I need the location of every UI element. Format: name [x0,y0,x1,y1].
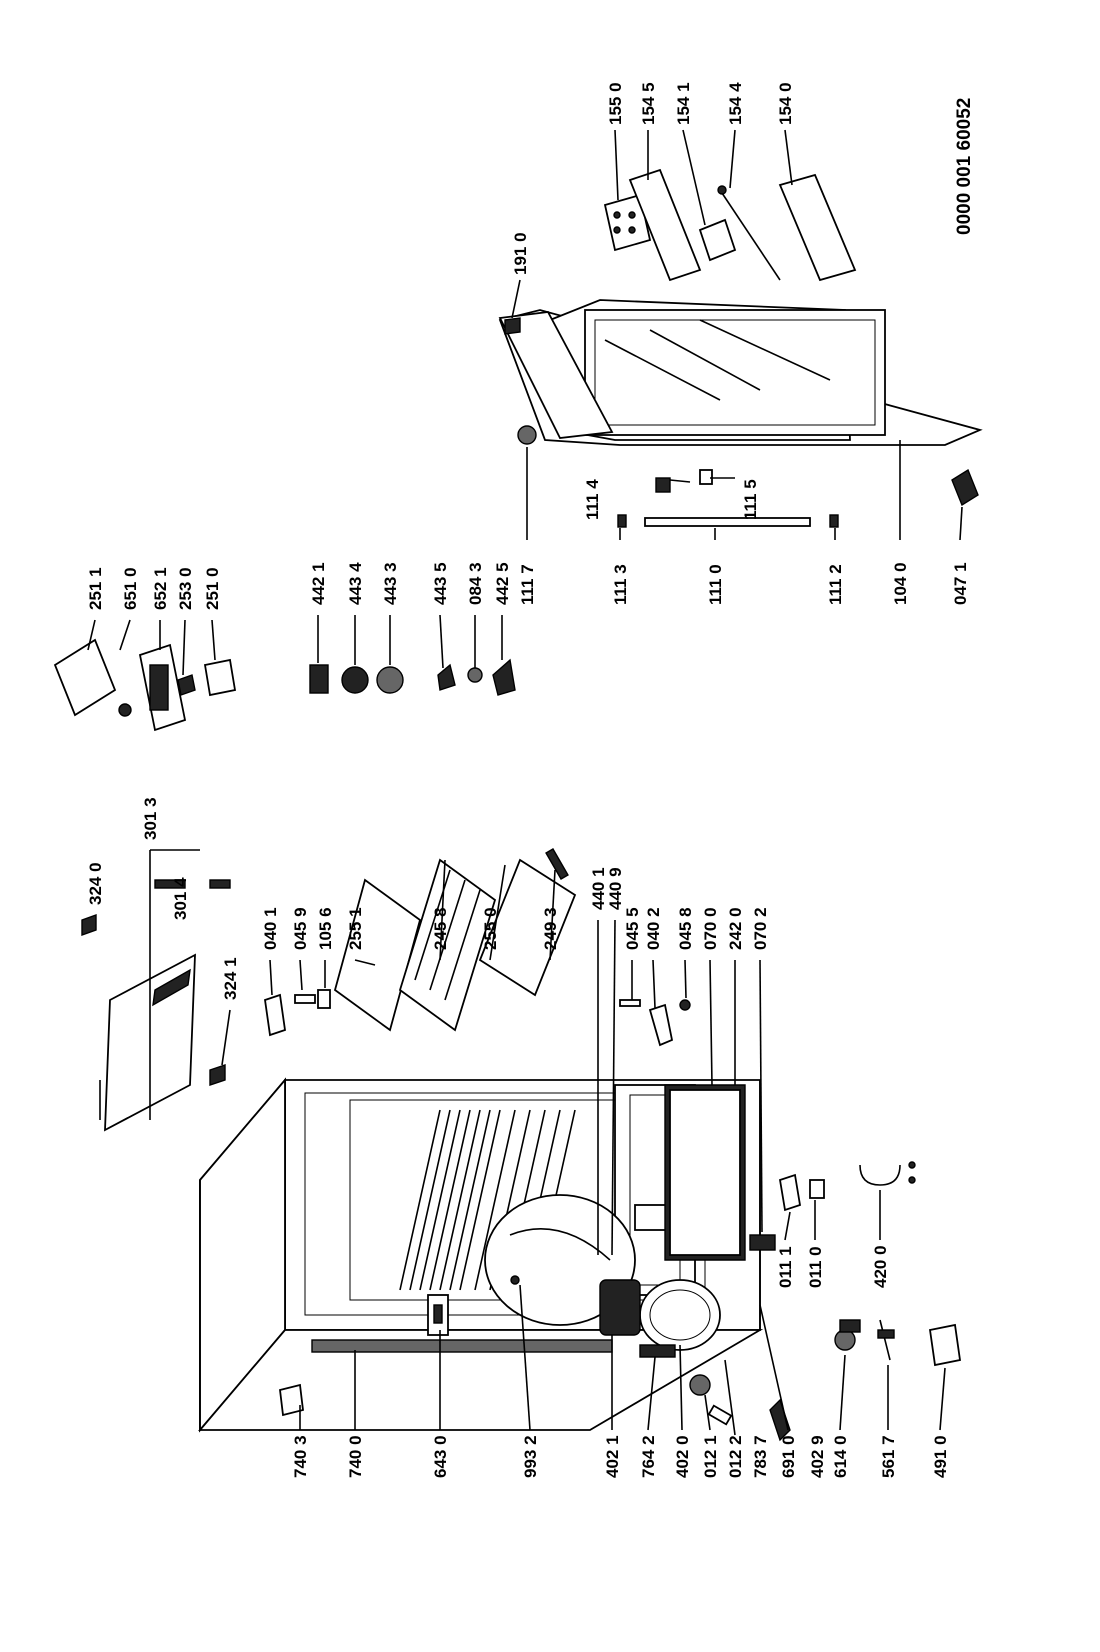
label-561-7: 561 7 [879,1435,898,1478]
label-111-3: 111 3 [611,564,630,605]
label-040-2: 040 2 [644,907,663,950]
label-301-4: 301 4 [171,877,190,920]
label-154-0: 154 0 [776,82,795,125]
label-402-1: 402 1 [603,1435,622,1478]
door-balconies [603,168,857,282]
door-seal [517,425,979,528]
label-040-1: 040 1 [261,907,280,950]
label-614-0: 614 0 [831,1435,850,1478]
label-402-0: 402 0 [673,1435,692,1478]
label-440-1: 440 1 [589,867,608,910]
label-045-5: 045 5 [623,907,642,950]
label-245-8: 245 8 [431,907,450,950]
label-740-3: 740 3 [291,1435,310,1478]
top-cover [81,849,231,1132]
label-111-2: 111 2 [826,564,845,605]
label-047-1: 047 1 [951,562,970,605]
label-011-0: 011 0 [806,1246,825,1288]
label-651-0: 651 0 [121,567,140,610]
label-045-8: 045 8 [676,907,695,950]
label-070-2: 070 2 [751,907,770,950]
door [498,299,983,446]
label-255-1: 255 1 [346,907,365,950]
shelf-255-0 [478,858,577,997]
label-491-0: 491 0 [931,1435,950,1478]
loose-parts-bottom [279,1319,962,1442]
label-251-0: 251 0 [203,567,222,610]
label-764-2: 764 2 [639,1435,658,1478]
label-012-1: 012 1 [701,1435,720,1478]
label-652-1: 652 1 [151,567,170,610]
label-440-9: 440 9 [606,867,625,910]
label-253-0: 253 0 [176,567,195,610]
shelf-255-1 [333,878,422,1032]
label-045-9: 045 9 [291,907,310,950]
label-011-1: 011 1 [776,1246,795,1288]
label-242-0: 242 0 [726,907,745,950]
label-255-0: 255 0 [481,907,500,950]
lamp-switch [427,1294,449,1336]
label-783-7: 783 7 [751,1435,770,1478]
label-154-4: 154 4 [726,82,745,125]
fan-parts [309,658,516,696]
label-191-0: 191 0 [511,232,530,275]
label-111-4: 111 4 [583,479,602,520]
label-691-0: 691 0 [779,1435,798,1478]
label-443-5: 443 5 [431,562,450,605]
label-251-1: 251 1 [86,567,105,610]
glass-trim-249-3 [545,848,569,880]
label-443-3: 443 3 [381,562,400,605]
label-111-0: 111 0 [706,564,725,605]
label-155-0: 155 0 [606,82,625,125]
label-301-3: 301 3 [141,797,160,840]
document-number: 0000 001 60052 [954,98,975,235]
leader-lines [87,129,963,1431]
parts-251 [53,638,237,732]
label-111-5: 111 5 [741,479,760,520]
label-249-3: 249 3 [541,907,560,950]
part-labels: 740 3 740 0 643 0 993 2 402 1 764 2 402 … [86,82,975,1478]
label-012-2: 012 2 [726,1435,745,1478]
label-993-2: 993 2 [521,1435,540,1478]
condenser [311,1339,613,1353]
label-084-3: 084 3 [466,562,485,605]
relay-420 [859,1161,916,1186]
small-parts-left [264,989,825,1251]
label-154-5: 154 5 [639,82,658,125]
label-420-0: 420 0 [871,1245,890,1288]
label-443-4: 443 4 [346,562,365,605]
label-643-0: 643 0 [431,1435,450,1478]
label-740-0: 740 0 [346,1435,365,1478]
bottom-strip [664,1084,746,1261]
label-105-6: 105 6 [316,907,335,950]
shelf-245-8 [398,858,497,1032]
label-324-1: 324 1 [221,957,240,1000]
label-111-7: 111 7 [518,564,537,605]
label-442-1: 442 1 [309,562,328,605]
label-104-0: 104 0 [891,562,910,605]
label-442-5: 442 5 [493,562,512,605]
label-154-1: 154 1 [674,82,693,125]
label-324-0: 324 0 [86,862,105,905]
label-402-9: 402 9 [808,1435,827,1478]
label-070-0: 070 0 [701,907,720,950]
